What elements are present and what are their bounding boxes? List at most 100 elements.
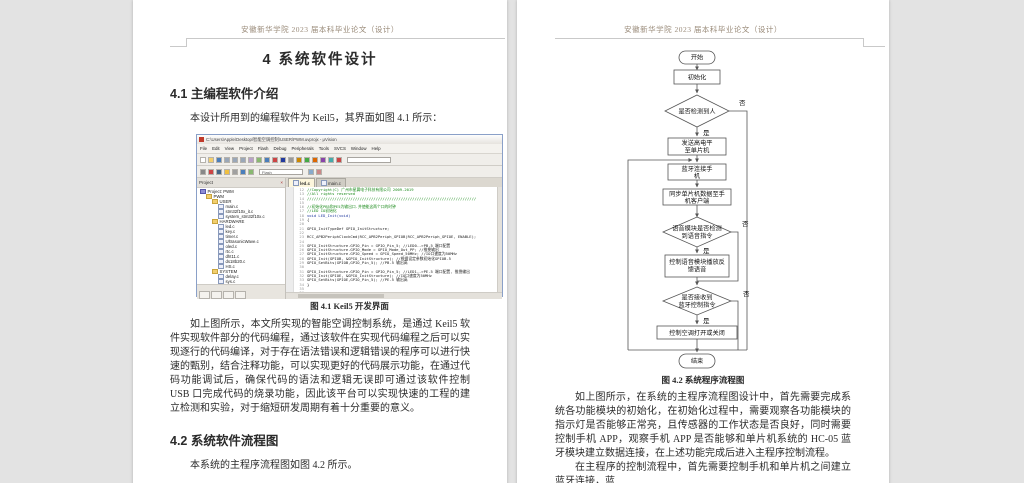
code-line: 17 //LED IO初始化 xyxy=(294,208,497,214)
code-text: GPIO_SetBits(GPIOB,GPIO_Pin_5); //PB.5 输… xyxy=(307,260,408,266)
toolbar-icon[interactable] xyxy=(224,156,230,163)
toolbar-icon[interactable] xyxy=(272,156,278,163)
toolbar-icon[interactable] xyxy=(200,156,206,163)
code-text: //初始化PB5和PE5为输出口.并使能这两个口的时钟 xyxy=(307,204,396,210)
code-text: GPIO_SetBits(GPIOE,GPIO_Pin_5); //PE.5 输… xyxy=(307,277,408,283)
keil-menu-item[interactable]: Peripherals xyxy=(291,146,314,151)
keil-menu-item[interactable]: View xyxy=(224,146,235,151)
panel-tab[interactable] xyxy=(235,291,246,299)
keil-menu-item[interactable]: Window xyxy=(350,146,367,151)
toolbar-icon[interactable] xyxy=(240,168,246,175)
keil-menu-item[interactable]: Project xyxy=(239,146,253,151)
keil-menu-item[interactable]: Tools xyxy=(318,146,329,151)
toolbar-icon[interactable] xyxy=(316,168,322,175)
toolbar-icon[interactable] xyxy=(312,156,318,163)
toolbar-icon[interactable] xyxy=(280,156,286,163)
editor-hscrollbar[interactable] xyxy=(286,292,502,299)
section-heading-42: 4.2 系统软件流程图 xyxy=(170,434,279,448)
tree-item-label: timer.c xyxy=(225,234,239,239)
editor-tab-bar: led.c main.c xyxy=(286,178,502,187)
target-combo[interactable]: Flash xyxy=(259,168,303,175)
toolbar-icon[interactable] xyxy=(232,168,238,175)
toolbar-icon[interactable] xyxy=(216,168,222,175)
keil-menu-item[interactable]: Debug xyxy=(273,146,287,151)
project-tree-hscrollbar[interactable] xyxy=(197,284,285,290)
line-number: 17 xyxy=(299,208,304,214)
toolbar-icon[interactable] xyxy=(264,156,270,163)
toolbar-icon[interactable] xyxy=(296,156,302,163)
toolbar-icon[interactable] xyxy=(248,156,254,163)
toolbar-icon[interactable] xyxy=(224,168,230,175)
flowchart-node-voice-feedback: 控制语音模块播放反 馈语音 xyxy=(664,254,730,278)
panel-tab[interactable] xyxy=(223,291,234,299)
code-editor[interactable]: 12 //Copyright(C) 广州市星翼电子科技有限公司 2009-201… xyxy=(286,187,502,292)
find-combo[interactable] xyxy=(347,156,391,163)
code-text: GPIO_InitStructure.GPIO_Speed = GPIO_Spe… xyxy=(307,251,458,257)
uvision-app-icon xyxy=(199,137,204,142)
toolbar-icon[interactable] xyxy=(304,156,310,163)
panel-tab[interactable] xyxy=(211,291,222,299)
toolbar-icon[interactable] xyxy=(256,156,262,163)
line-number: 32 xyxy=(299,272,304,278)
toolbar-icon[interactable] xyxy=(288,156,294,163)
tree-item[interactable]: sys.c xyxy=(197,278,285,284)
code-line: 30 xyxy=(294,265,497,270)
line-number: 23 xyxy=(299,234,304,240)
svg-text:是否检测到人: 是否检测到人 xyxy=(678,108,715,116)
tree-item[interactable]: SYSTEM xyxy=(197,268,285,275)
editor-tab[interactable]: led.c xyxy=(288,178,316,187)
keil-menu-item[interactable]: Flash xyxy=(257,146,269,151)
close-icon[interactable]: × xyxy=(280,180,283,185)
toolbar-icon[interactable] xyxy=(240,156,246,163)
code-line: 36 xyxy=(294,290,497,292)
toolbar-icon[interactable] xyxy=(320,156,326,163)
toolbar-icon[interactable] xyxy=(208,168,214,175)
tree-item[interactable]: PWM xyxy=(197,193,285,200)
line-number: 26 xyxy=(299,247,304,253)
toolbar-icon[interactable] xyxy=(208,156,214,163)
toolbar-icon[interactable] xyxy=(232,156,238,163)
tree-item[interactable]: HS.c xyxy=(197,263,285,270)
line-number: 18 xyxy=(299,212,304,218)
page-right[interactable]: 安徽新华学院 2023 届本科毕业论文（设计） xyxy=(517,0,889,483)
toolbar-icon[interactable] xyxy=(328,156,334,163)
svg-text:到语音指令: 到语音指令 xyxy=(682,232,714,240)
panel-tab-strip xyxy=(197,290,285,299)
panel-tab[interactable] xyxy=(199,291,210,299)
editor-tab[interactable]: main.c xyxy=(316,178,346,187)
tree-item[interactable]: USER xyxy=(197,198,285,205)
toolbar-icon[interactable] xyxy=(216,156,222,163)
editor-tab-label: led.c xyxy=(300,180,311,186)
keil-menu-item[interactable]: Edit xyxy=(212,146,220,151)
toolbar-icon[interactable] xyxy=(248,168,254,175)
paragraph-flow-intro: 本系统的主程序流程图如图 4.2 所示。 xyxy=(190,460,358,471)
code-line: 23 RCC_APB2PeriphClockCmd(RCC_APB2Periph… xyxy=(294,234,497,240)
svg-text:是否接收到: 是否接收到 xyxy=(682,294,713,302)
svg-text:初始化: 初始化 xyxy=(688,74,707,82)
keil-menu-item[interactable]: SVCS xyxy=(333,146,346,151)
toolbar-icon[interactable] xyxy=(308,168,314,175)
tree-item[interactable]: Project: PWM xyxy=(197,188,285,195)
editor-vscrollbar[interactable] xyxy=(497,187,502,292)
code-line: 26 GPIO_InitStructure.GPIO_Mode = GPIO_M… xyxy=(294,247,497,253)
svg-text:同步单片机数据至手: 同步单片机数据至手 xyxy=(669,190,725,198)
code-line: 27 GPIO_InitStructure.GPIO_Speed = GPIO_… xyxy=(294,251,497,257)
label-no: 否 xyxy=(743,290,750,298)
tree-item-icon xyxy=(212,198,218,205)
tree-item-label: key.c xyxy=(225,229,236,234)
paragraph-right-1: 如上图所示，在系统的主程序流程图设计中，首先需要完成系统各功能模块的初始化，在初… xyxy=(555,392,851,459)
svg-text:结束: 结束 xyxy=(691,357,703,365)
line-number: 31 xyxy=(299,268,304,274)
keil-menu-item[interactable]: File xyxy=(200,146,208,151)
file-icon xyxy=(321,180,327,186)
tree-item[interactable]: HARDWARE xyxy=(197,218,285,225)
page-left[interactable]: 安徽新华学院 2023 届本科毕业论文（设计） 4 系统软件设计 4.1 主编程… xyxy=(133,0,507,483)
toolbar-icon[interactable] xyxy=(336,156,342,163)
scrollbar-thumb[interactable] xyxy=(298,294,385,298)
tree-item[interactable]: system_stm32f10x.c xyxy=(197,213,285,220)
keil-menu-item[interactable]: Help xyxy=(371,146,381,151)
toolbar-icon[interactable] xyxy=(200,168,206,175)
code-line: 21 GPIO_InitTypeDef GPIO_InitStructure; xyxy=(294,226,497,231)
code-line: 28 GPIO_Init(GPIOB, &GPIO_InitStructure)… xyxy=(294,256,497,261)
code-text: GPIO_InitStructure.GPIO_Pin = GPIO_Pin_5… xyxy=(307,242,451,248)
